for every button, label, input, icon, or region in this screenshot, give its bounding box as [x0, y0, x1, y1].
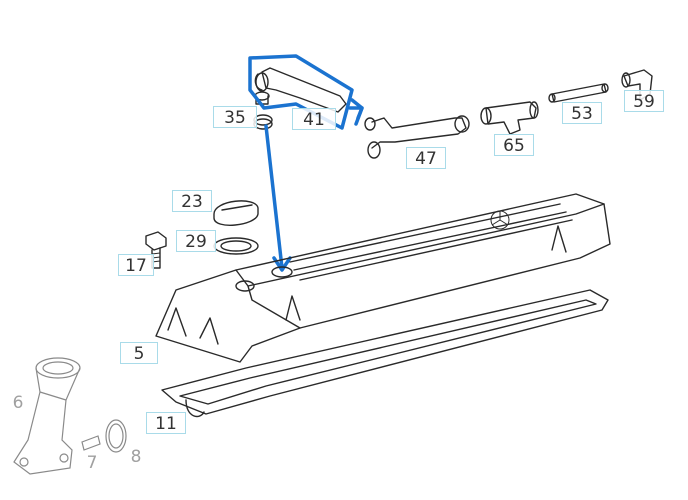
breather-pipe-47[interactable]	[364, 115, 470, 159]
highlight-leader-line	[264, 124, 284, 270]
callout-23[interactable]: 23	[172, 190, 212, 212]
highlight-leader-arrowhead	[272, 256, 292, 272]
callout-47[interactable]: 47	[406, 147, 446, 169]
t-connector-65[interactable]	[480, 101, 539, 135]
callout-23-label: 23	[181, 192, 203, 212]
valve-cover-5[interactable]	[155, 193, 611, 363]
callout-53-label: 53	[571, 104, 593, 124]
highlight-arrowhead-47	[348, 106, 364, 120]
o-ring-8[interactable]	[105, 419, 127, 453]
callout-7[interactable]: 7	[82, 452, 102, 474]
callout-17-label: 17	[125, 256, 147, 276]
callout-6-label: 6	[12, 393, 24, 413]
callout-59-label: 59	[633, 92, 655, 112]
callout-65[interactable]: 65	[494, 134, 534, 156]
callout-17[interactable]: 17	[118, 254, 154, 276]
callout-29-label: 29	[185, 232, 207, 252]
callout-29[interactable]: 29	[176, 230, 216, 252]
callout-47-label: 47	[415, 149, 437, 169]
callout-65-label: 65	[503, 136, 525, 156]
callout-11-label: 11	[155, 414, 177, 434]
callout-41-label: 41	[303, 110, 325, 130]
cover-gasket-11[interactable]	[161, 289, 609, 418]
callout-5[interactable]: 5	[120, 342, 158, 364]
callout-8[interactable]: 8	[126, 446, 146, 468]
callout-59[interactable]: 59	[624, 90, 664, 112]
callout-35[interactable]: 35	[213, 106, 257, 128]
oil-filler-cap-23[interactable]	[213, 200, 259, 226]
callout-11[interactable]: 11	[146, 412, 186, 434]
callout-35-label: 35	[224, 108, 246, 128]
oil-filler-neck-6[interactable]	[13, 357, 81, 475]
callout-7-label: 7	[86, 453, 98, 473]
pin-7[interactable]	[81, 435, 101, 451]
callout-8-label: 8	[130, 447, 142, 467]
callout-41[interactable]: 41	[292, 108, 336, 130]
tube-53[interactable]	[548, 83, 609, 103]
callout-5-label: 5	[133, 344, 145, 364]
callout-6[interactable]: 6	[6, 392, 30, 414]
seal-ring-29[interactable]	[213, 237, 259, 255]
callout-53[interactable]: 53	[562, 102, 602, 124]
